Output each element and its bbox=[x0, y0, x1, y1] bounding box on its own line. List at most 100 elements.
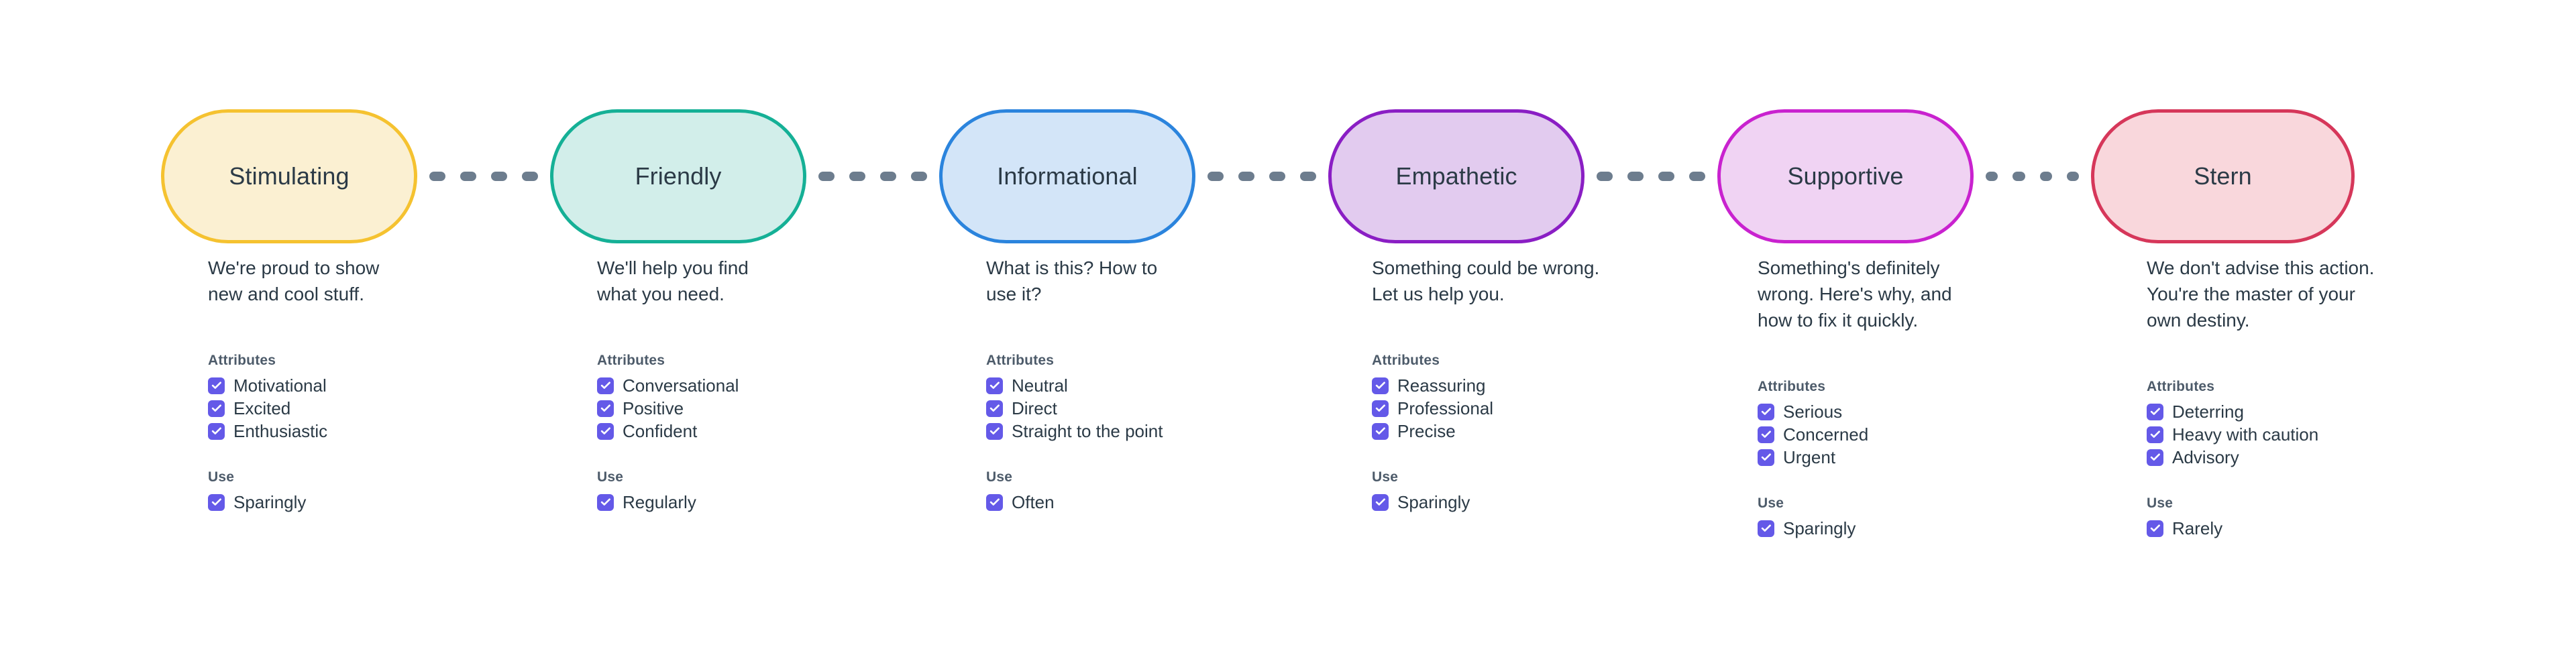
tone-pill-stern[interactable]: Stern bbox=[2091, 109, 2355, 243]
tone-pill-friendly[interactable]: Friendly bbox=[550, 109, 806, 243]
checkbox-checked-icon[interactable] bbox=[597, 377, 614, 394]
attribute-item[interactable]: Neutral bbox=[986, 374, 1362, 397]
dash-segment bbox=[1300, 172, 1316, 181]
checkbox-checked-icon[interactable] bbox=[1372, 400, 1389, 417]
attribute-item-label: Neutral bbox=[1012, 375, 1068, 396]
dashed-line-icon bbox=[818, 172, 927, 181]
use-item-label: Regularly bbox=[623, 491, 696, 512]
use-item[interactable]: Sparingly bbox=[1758, 517, 2133, 540]
checkbox-checked-icon[interactable] bbox=[1372, 422, 1389, 440]
attribute-item[interactable]: Reassuring bbox=[1372, 374, 1748, 397]
use-heading: Use bbox=[986, 469, 1013, 485]
attribute-item[interactable]: Urgent bbox=[1758, 446, 2133, 469]
checkbox-checked-icon[interactable] bbox=[986, 377, 1003, 394]
attribute-item-label: Concerned bbox=[1783, 424, 1869, 445]
attribute-item[interactable]: Enthusiastic bbox=[208, 420, 584, 442]
attributes-heading: Attributes bbox=[986, 353, 1055, 368]
tone-description: We'll help you find what you need. bbox=[597, 257, 749, 304]
attribute-item-label: Confident bbox=[623, 420, 698, 441]
checkbox-checked-icon[interactable] bbox=[597, 493, 614, 511]
attributes-heading: Attributes bbox=[597, 353, 665, 368]
attributes-heading: Attributes bbox=[208, 353, 276, 368]
use-item[interactable]: Sparingly bbox=[1372, 491, 1748, 514]
dash-segment bbox=[880, 172, 896, 181]
dash-segment bbox=[1208, 172, 1224, 181]
checkbox-checked-icon[interactable] bbox=[1758, 403, 1774, 420]
use-item[interactable]: Regularly bbox=[597, 491, 973, 514]
attributes-heading: Attributes bbox=[1758, 379, 1826, 394]
tone-description: Something's definitely wrong. Here's why… bbox=[1758, 257, 1952, 331]
attribute-item[interactable]: Concerned bbox=[1758, 423, 2133, 446]
checkbox-checked-icon[interactable] bbox=[597, 400, 614, 417]
attribute-item[interactable]: Confident bbox=[597, 420, 973, 442]
attribute-item-label: Enthusiastic bbox=[233, 420, 328, 441]
tone-pill-stimulating[interactable]: Stimulating bbox=[161, 109, 417, 243]
checkbox-checked-icon[interactable] bbox=[1758, 520, 1774, 537]
tone-column-stimulating: We're proud to show new and cool stuff.A… bbox=[208, 255, 584, 514]
attribute-item[interactable]: Professional bbox=[1372, 397, 1748, 420]
attribute-item[interactable]: Conversational bbox=[597, 374, 973, 397]
attribute-item-label: Advisory bbox=[2172, 447, 2239, 467]
checkbox-checked-icon[interactable] bbox=[986, 400, 1003, 417]
dash-segment bbox=[1269, 172, 1285, 181]
use-item[interactable]: Sparingly bbox=[208, 491, 584, 514]
dash-segment bbox=[1986, 172, 1998, 181]
use-heading: Use bbox=[1372, 469, 1399, 485]
tone-column-friendly: We'll help you find what you need. Attrib… bbox=[597, 255, 973, 514]
checkbox-checked-icon[interactable] bbox=[986, 422, 1003, 440]
tone-pill-supportive[interactable]: Supportive bbox=[1717, 109, 1974, 243]
attributes-heading: Attributes bbox=[2147, 379, 2215, 394]
checkbox-checked-icon[interactable] bbox=[2147, 449, 2163, 466]
checkbox-checked-icon[interactable] bbox=[2147, 403, 2163, 420]
checkbox-checked-icon[interactable] bbox=[1758, 449, 1774, 466]
use-item[interactable]: Rarely bbox=[2147, 517, 2522, 540]
attribute-item-label: Serious bbox=[1783, 401, 1843, 422]
attribute-item[interactable]: Direct bbox=[986, 397, 1362, 420]
tone-pill-empathetic[interactable]: Empathetic bbox=[1328, 109, 1585, 243]
attribute-item[interactable]: Serious bbox=[1758, 400, 2133, 423]
attribute-item[interactable]: Straight to the point bbox=[986, 420, 1362, 442]
checkbox-checked-icon[interactable] bbox=[208, 493, 225, 511]
checkbox-checked-icon[interactable] bbox=[208, 422, 225, 440]
attribute-item[interactable]: Advisory bbox=[2147, 446, 2522, 469]
tone-pill-informational[interactable]: Informational bbox=[939, 109, 1195, 243]
dash-segment bbox=[491, 172, 507, 181]
checkbox-checked-icon[interactable] bbox=[597, 422, 614, 440]
use-item[interactable]: Often bbox=[986, 491, 1362, 514]
tone-description: We don't advise this action. You're the … bbox=[2147, 257, 2375, 331]
attribute-item[interactable]: Excited bbox=[208, 397, 584, 420]
attribute-item[interactable]: Motivational bbox=[208, 374, 584, 397]
dashed-line-icon bbox=[429, 172, 538, 181]
use-item-label: Sparingly bbox=[233, 491, 307, 512]
checkbox-checked-icon[interactable] bbox=[1372, 493, 1389, 511]
tone-description: What is this? How to use it? bbox=[986, 257, 1158, 304]
attribute-item-label: Positive bbox=[623, 398, 684, 418]
checkbox-checked-icon[interactable] bbox=[208, 400, 225, 417]
checkbox-checked-icon[interactable] bbox=[2147, 520, 2163, 537]
dash-segment bbox=[522, 172, 538, 181]
dashed-line-icon bbox=[1986, 172, 2079, 181]
checkbox-checked-icon[interactable] bbox=[208, 377, 225, 394]
attribute-item-label: Straight to the point bbox=[1012, 420, 1163, 441]
tone-pill-label: Informational bbox=[997, 162, 1138, 190]
checkbox-checked-icon[interactable] bbox=[1372, 377, 1389, 394]
checkbox-checked-icon[interactable] bbox=[1758, 426, 1774, 443]
attribute-item[interactable]: Deterring bbox=[2147, 400, 2522, 423]
attribute-item[interactable]: Precise bbox=[1372, 420, 1748, 442]
attribute-item[interactable]: Positive bbox=[597, 397, 973, 420]
checkbox-checked-icon[interactable] bbox=[986, 493, 1003, 511]
dashed-line-icon bbox=[1597, 172, 1705, 181]
dash-segment bbox=[849, 172, 865, 181]
dash-segment bbox=[1238, 172, 1254, 181]
dash-segment bbox=[818, 172, 835, 181]
checkbox-checked-icon[interactable] bbox=[2147, 426, 2163, 443]
attribute-item[interactable]: Heavy with caution bbox=[2147, 423, 2522, 446]
